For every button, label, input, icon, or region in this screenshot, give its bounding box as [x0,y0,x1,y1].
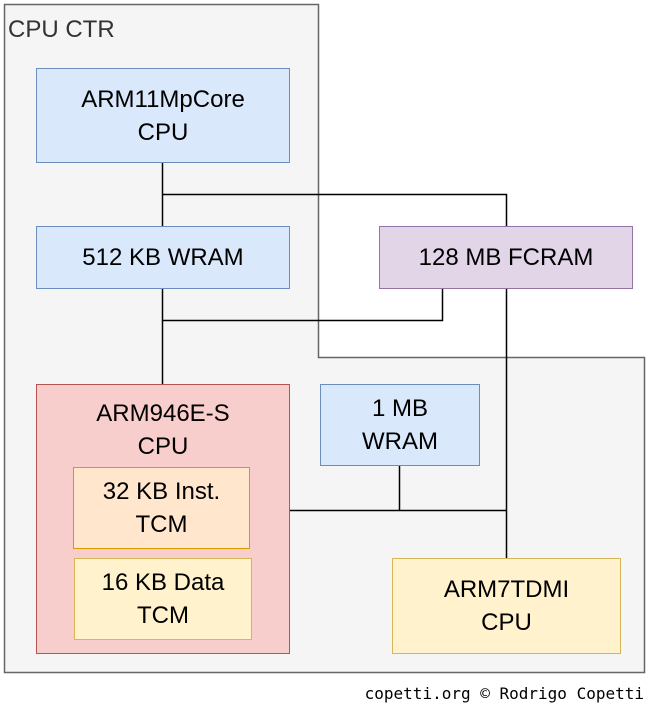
dtcm-16kb-block: 16 KB Data TCM [74,558,252,640]
container-label: CPU CTR [8,16,115,43]
arm946e-s-label: ARM946E-S CPU [96,400,230,460]
arm7tdmi-cpu-block: ARM7TDMI CPU [392,558,621,654]
arm11mpcore-cpu-block: ARM11MpCore CPU [36,68,290,163]
connector-lines [161,162,508,558]
credit-text: copetti.org © Rodrigo Copetti [364,684,644,703]
wram-1mb-block: 1 MB WRAM [320,384,480,466]
fcram-128mb-block: 128 MB FCRAM [379,226,633,289]
itcm-32kb-block: 32 KB Inst. TCM [73,467,250,549]
line-arm11-to-fcram [162,193,508,226]
line-arm9bus-to-fcram [162,288,444,322]
wram-512kb-block: 512 KB WRAM [36,226,290,289]
